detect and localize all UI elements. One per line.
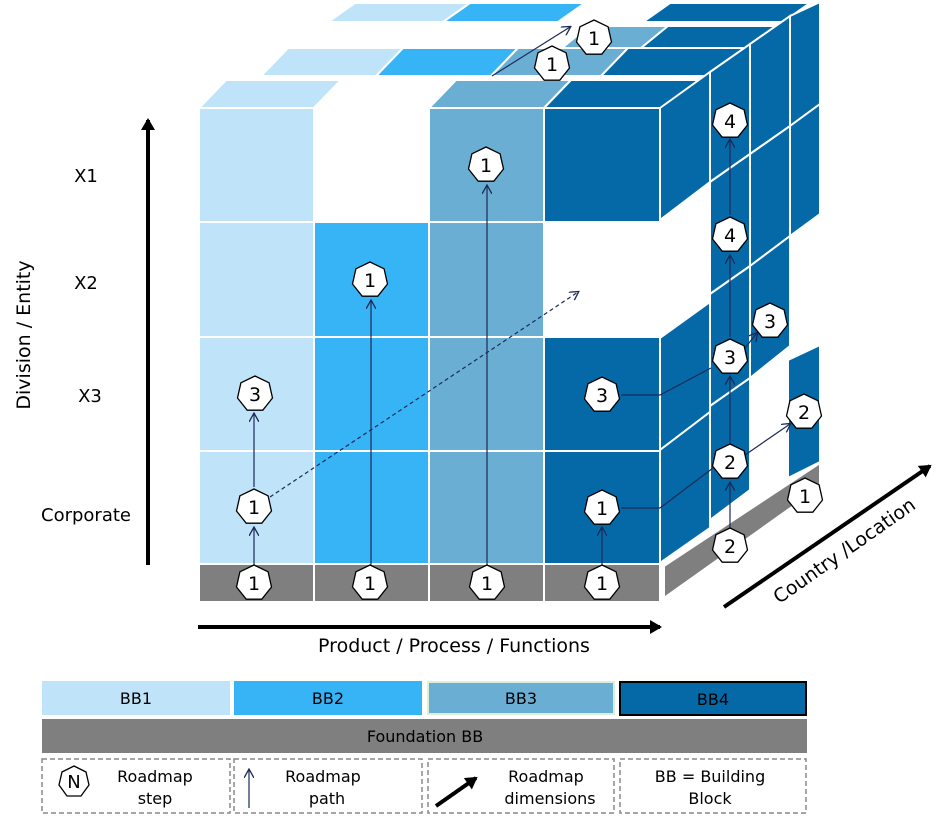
step-number: 3 — [249, 384, 261, 406]
legend-path-box — [233, 758, 423, 814]
step-number: 4 — [724, 111, 736, 133]
step-heptagon-icon — [236, 375, 274, 411]
legend-bb4-swatch — [619, 681, 807, 716]
step-heptagon-icon — [583, 376, 621, 412]
roadmap-step-rsR2: 4 — [711, 216, 749, 252]
legend-bb-definition-line1: BB = Building — [655, 767, 765, 786]
step-number: 2 — [724, 452, 736, 474]
roadmap-step-c1r4: 1 — [235, 488, 273, 524]
legend: BB1 BB2 BB3 BB4 Foundation BB N Roadmap … — [41, 681, 807, 814]
step-heptagon-icon — [711, 338, 749, 374]
legend-bb2-label: BB2 — [312, 689, 344, 708]
legend-dimensions-icon — [434, 776, 478, 808]
roadmap-step-f1: 1 — [235, 564, 273, 600]
legend-step-line1: Roadmap — [117, 767, 193, 786]
roadmap-step-c3r1: 1 — [467, 146, 505, 182]
roadmap-step-f3: 1 — [468, 564, 506, 600]
roadmap-step-topA: 1 — [575, 19, 613, 55]
roadmap-step-c4r3: 3 — [583, 376, 621, 412]
roadmap-steps: 1 1 1 1 1 3 1 1 1 3 1 1 4 4 3 3 2 2 2 1 — [235, 19, 824, 600]
legend-foundation-swatch — [42, 719, 807, 753]
legend-bb3-swatch — [427, 681, 615, 715]
roadmap-step-rsR3: 3 — [711, 338, 749, 374]
roadmap-step-c2r2: 1 — [351, 261, 389, 297]
legend-dimensions-line1: Roadmap — [508, 767, 584, 786]
roadmap-step-c1r3: 3 — [236, 375, 274, 411]
step-number: 3 — [724, 347, 736, 369]
roadmap-step-rsF: 2 — [711, 527, 749, 563]
legend-path-line2: path — [309, 789, 345, 808]
legend-bb-definition-box — [619, 758, 807, 814]
step-number: 1 — [799, 486, 811, 508]
legend-bb1-swatch — [42, 681, 230, 715]
step-number: 2 — [798, 402, 810, 424]
step-number: 2 — [724, 536, 736, 558]
row-label-corporate: Corporate — [41, 505, 131, 526]
roadmap-step-rsR1: 4 — [711, 102, 749, 138]
legend-bb1-label: BB1 — [120, 689, 152, 708]
step-heptagon-icon — [533, 45, 571, 81]
cube-front-face — [198, 107, 661, 603]
step-number: 1 — [364, 270, 376, 292]
legend-foundation-label: Foundation BB — [367, 727, 483, 746]
legend-bb-definition-line2: Block — [688, 789, 732, 808]
step-number: 1 — [248, 497, 260, 519]
step-heptagon-icon — [711, 443, 749, 479]
step-number: 1 — [546, 54, 558, 76]
depth-axis-label: Country /Location — [769, 494, 919, 609]
step-heptagon-icon — [786, 477, 824, 513]
legend-bb3-label: BB3 — [505, 689, 537, 708]
step-number: 1 — [364, 573, 376, 595]
step-number: 1 — [588, 28, 600, 50]
roadmap-step-rsOut1: 1 — [786, 477, 824, 513]
step-number: 1 — [596, 573, 608, 595]
step-number: 3 — [596, 385, 608, 407]
step-number: 1 — [596, 498, 608, 520]
roadmap-step-rsR4: 2 — [711, 443, 749, 479]
legend-step-icon — [58, 765, 90, 797]
legend-step-line2: step — [138, 789, 173, 808]
step-heptagon-icon — [467, 146, 505, 182]
step-number: 1 — [480, 155, 492, 177]
roadmap-step-topB: 1 — [533, 45, 571, 81]
legend-path-line1: Roadmap — [285, 767, 361, 786]
step-heptagon-icon — [711, 216, 749, 252]
step-number: 4 — [724, 225, 736, 247]
step-heptagon-icon — [235, 488, 273, 524]
row-label-x2: X2 — [74, 273, 98, 294]
step-heptagon-icon — [575, 19, 613, 55]
vertical-axis-label: Division / Entity — [13, 260, 35, 409]
step-heptagon-icon — [468, 564, 506, 600]
roadmap-step-f2: 1 — [351, 564, 389, 600]
step-heptagon-icon — [583, 564, 621, 600]
step-heptagon-icon — [583, 489, 621, 525]
axis-arrows — [141, 118, 932, 634]
horizontal-axis-label: Product / Process / Functions — [318, 635, 590, 657]
legend-step-icon-letter: N — [67, 772, 80, 793]
step-number: 1 — [481, 573, 493, 595]
roadmap-step-rsOut2: 2 — [785, 393, 823, 429]
step-heptagon-icon — [351, 261, 389, 297]
step-heptagon-icon — [711, 527, 749, 563]
legend-bb4-label: BB4 — [697, 690, 729, 709]
step-heptagon-icon — [351, 564, 389, 600]
step-number: 3 — [764, 311, 776, 333]
step-heptagon-icon — [785, 393, 823, 429]
step-number: 1 — [248, 573, 260, 595]
roadmap-paths — [254, 27, 790, 565]
roadmap-step-f4: 1 — [583, 564, 621, 600]
legend-bb2-swatch — [234, 681, 422, 715]
roadmap-step-rsOut3: 3 — [751, 302, 789, 338]
step-heptagon-icon — [235, 564, 273, 600]
step-heptagon-icon — [751, 302, 789, 338]
roadmap-step-c4r4: 1 — [583, 489, 621, 525]
row-label-x3: X3 — [78, 386, 102, 407]
legend-dimensions-line2: dimensions — [504, 789, 595, 808]
step-heptagon-icon — [711, 102, 749, 138]
row-label-x1: X1 — [74, 166, 98, 187]
legend-dimensions-box — [427, 758, 615, 814]
